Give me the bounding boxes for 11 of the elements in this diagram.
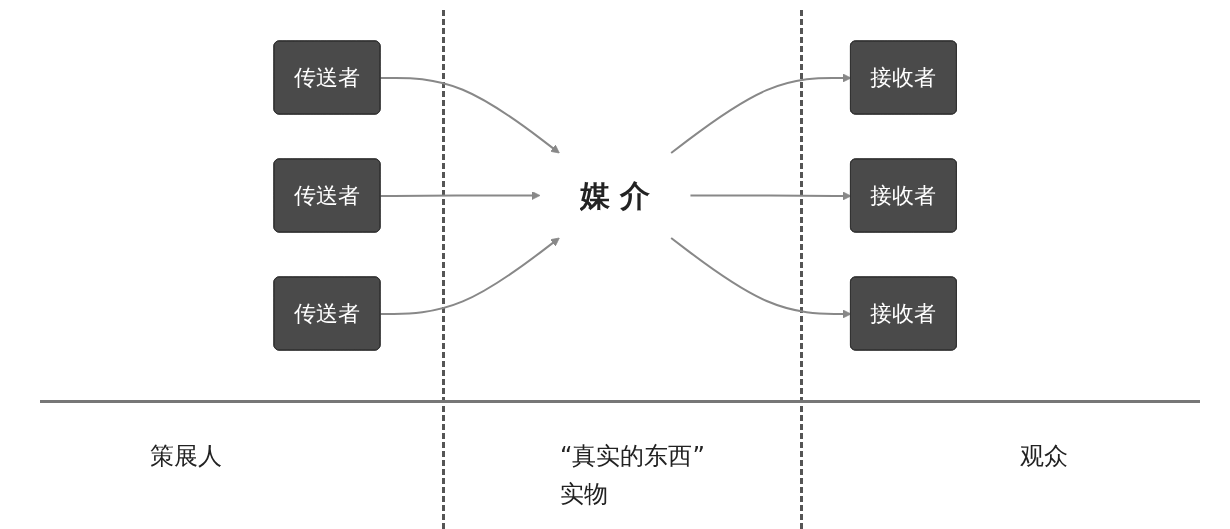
- column-label: “真实的东西”: [560, 441, 705, 472]
- arrow: [379, 237, 560, 315]
- arrow: [669, 236, 852, 318]
- arrow: [689, 191, 852, 200]
- arrow: [669, 73, 852, 154]
- arrow: [379, 76, 560, 153]
- column-label: 实物: [560, 479, 608, 510]
- node-text: 媒 介: [579, 177, 651, 213]
- arrow: [379, 190, 541, 200]
- column-label: 策展人: [150, 441, 222, 472]
- column-label: 观众: [1020, 441, 1068, 472]
